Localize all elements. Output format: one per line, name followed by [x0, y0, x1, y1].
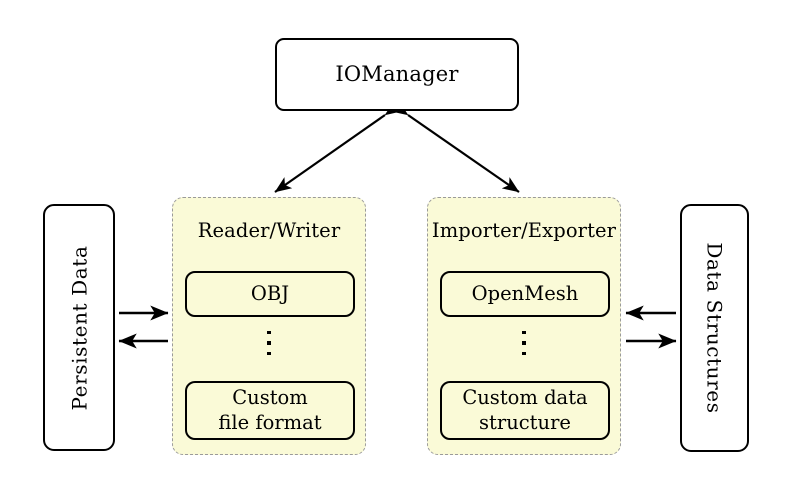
- node-custom-file-format-label: Custom file format: [218, 386, 321, 436]
- group-reader-writer-title: Reader/Writer: [197, 219, 341, 242]
- arrow-iomanager-importer-exporter: [390, 100, 520, 193]
- node-openmesh[interactable]: OpenMesh: [440, 271, 610, 317]
- node-persistent-data-label: Persistent Data: [67, 245, 92, 410]
- arrow-iomanager-reader-writer: [274, 100, 403, 193]
- node-iomanager-label: IOManager: [335, 61, 459, 86]
- group-importer-exporter[interactable]: Importer/Exporter OpenMesh Custom data s…: [427, 197, 621, 455]
- node-openmesh-label: OpenMesh: [471, 281, 579, 305]
- node-custom-data-structure-line1: Custom data: [462, 385, 588, 409]
- node-persistent-data[interactable]: Persistent Data: [43, 204, 115, 451]
- node-obj-label: OBJ: [250, 281, 290, 305]
- node-custom-file-format-line1: Custom: [232, 385, 308, 409]
- ellipsis-icon: [173, 331, 365, 356]
- group-reader-writer[interactable]: Reader/Writer OBJ Custom file format: [172, 197, 366, 455]
- node-data-structures[interactable]: Data Structures: [680, 204, 749, 452]
- ellipsis-icon: [428, 331, 620, 356]
- node-custom-data-structure-label: Custom data structure: [462, 386, 587, 436]
- node-custom-data-structure[interactable]: Custom data structure: [440, 381, 610, 440]
- node-custom-data-structure-line2: structure: [479, 410, 571, 434]
- group-importer-exporter-title: Importer/Exporter: [431, 219, 617, 242]
- node-data-structures-label: Data Structures: [702, 242, 727, 414]
- node-custom-file-format[interactable]: Custom file format: [185, 381, 355, 440]
- node-iomanager[interactable]: IOManager: [275, 38, 519, 111]
- node-obj[interactable]: OBJ: [185, 271, 355, 317]
- node-custom-file-format-line2: file format: [218, 410, 322, 434]
